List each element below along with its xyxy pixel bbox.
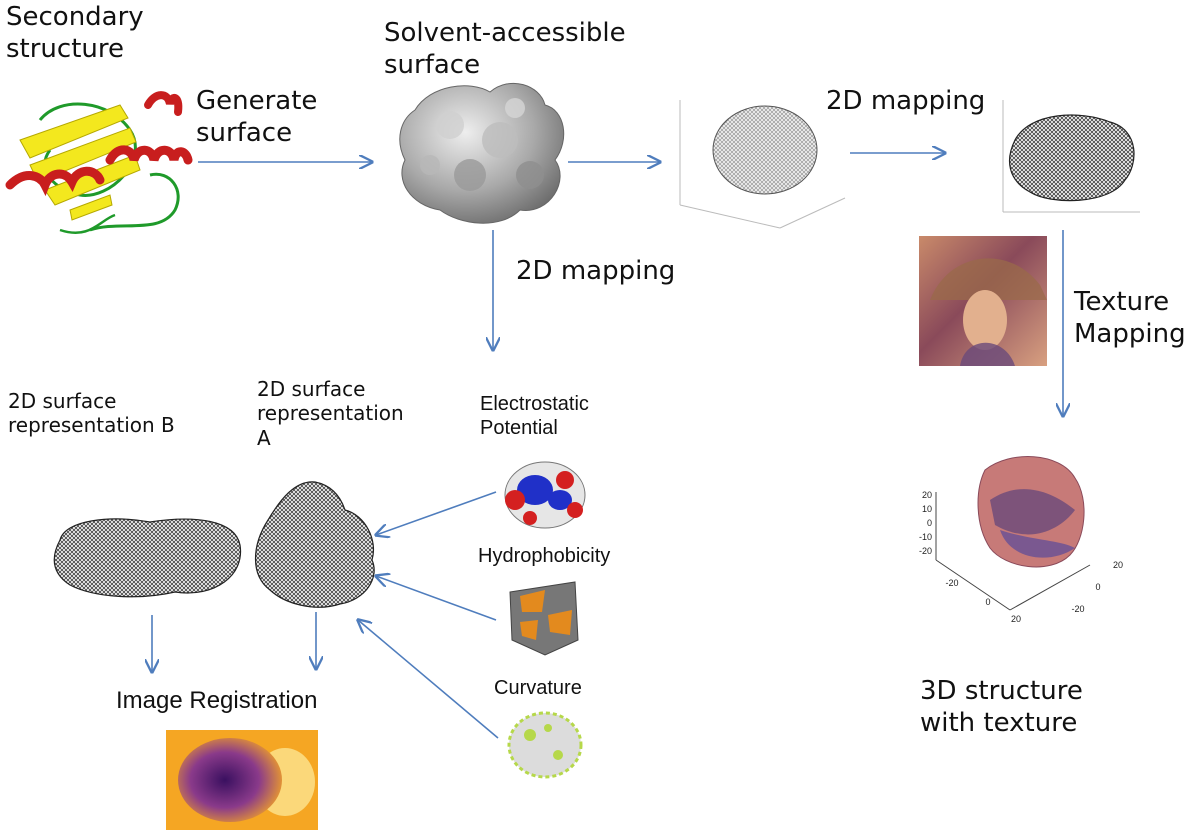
arrows [152, 153, 1063, 739]
label-texture-mapping: Texture Mapping [1074, 287, 1186, 349]
mesh-plot-2d [1002, 100, 1140, 213]
x-tick-label: 0 [985, 597, 990, 607]
z-tick-label: 0 [927, 518, 932, 528]
label-2d-surface-rep-a: 2D surface representation A [257, 377, 404, 450]
z-tick-label: 10 [922, 504, 932, 514]
label-hydrophobicity: Hydrophobicity [478, 545, 611, 567]
z-tick-label: -20 [919, 546, 932, 556]
hydrophobicity-image [509, 581, 579, 656]
label-generate-surface: Generate surface [196, 86, 318, 148]
arrow-electrostatic [376, 491, 497, 535]
curvature-image [507, 711, 583, 779]
arrow-hydrophobicity [376, 576, 497, 621]
x-tick-label: -20 [945, 578, 958, 588]
label-2d-mapping-top: 2D mapping [826, 86, 986, 116]
label-electrostatic-potential: Electrostatic Potential [480, 393, 589, 440]
label-2d-surface-rep-b: 2D surface representation B [8, 389, 175, 438]
z-tick-label: 20 [922, 490, 932, 500]
solvent-surface-image [399, 82, 565, 224]
ribbon-protein-image [5, 91, 193, 234]
registration-image [166, 730, 318, 830]
z-tick-label: -10 [919, 532, 932, 542]
texture-image [919, 236, 1047, 366]
textured-3d-plot: 20 10 0 -10 -20 -20 0 20 20 0 -20 [919, 456, 1123, 624]
label-curvature: Curvature [494, 677, 582, 699]
label-solvent-accessible-surface: Solvent-accessible surface [384, 18, 626, 80]
electrostatic-image [504, 461, 586, 529]
mesh-plot-3d [679, 100, 846, 229]
label-3d-structure-with-texture: 3D structure with texture [920, 676, 1083, 738]
y-tick-label: -20 [1071, 604, 1084, 614]
y-tick-label: 0 [1095, 582, 1100, 592]
x-tick-label: 20 [1011, 614, 1021, 624]
y-tick-label: 20 [1113, 560, 1123, 570]
label-secondary-structure: Secondary structure [6, 2, 144, 64]
surface-rep-a-image [254, 481, 375, 608]
surface-rep-b-image [53, 518, 242, 598]
label-image-registration: Image Registration [116, 687, 318, 714]
label-2d-mapping-middle: 2D mapping [516, 256, 676, 286]
arrow-curvature [358, 620, 499, 739]
